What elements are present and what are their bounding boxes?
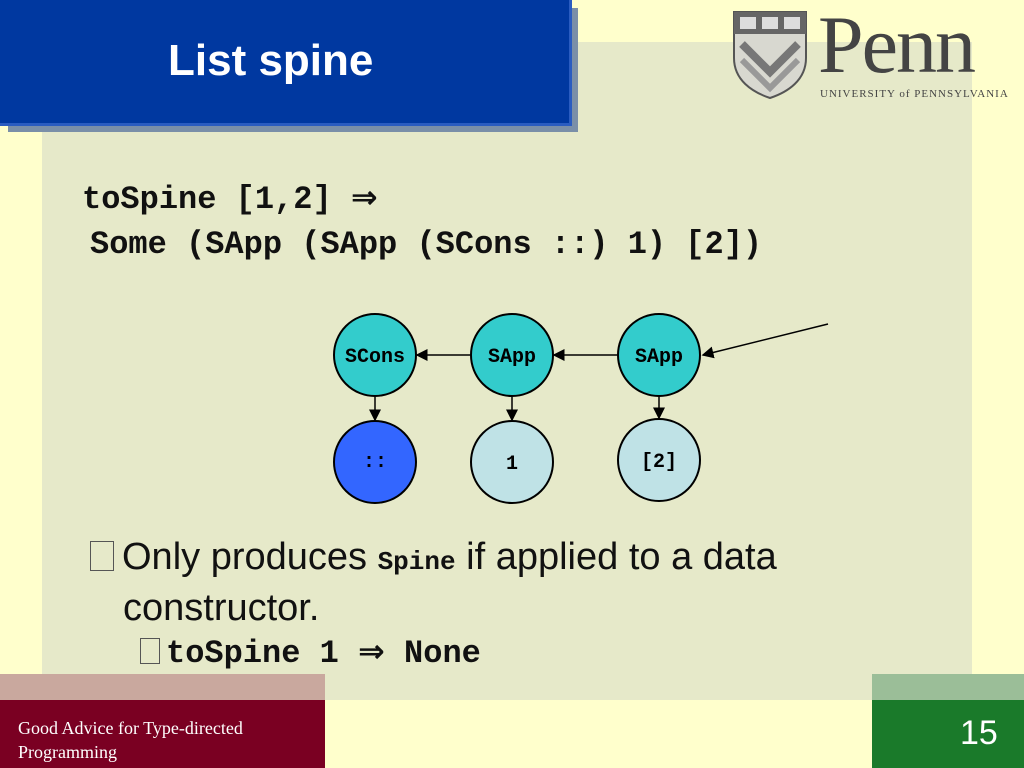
penn-logo: Penn UNIVERSITY of PENNSYLVANIA [728, 0, 1020, 104]
node-sapp-1: SApp [470, 313, 554, 397]
penn-shield-icon [733, 11, 807, 100]
footer-left-bar [0, 700, 325, 768]
node-one: 1 [470, 420, 554, 504]
bullet-1: Only produces Spine if applied to a data… [90, 534, 950, 631]
bullet-1-post: if applied to a data [455, 536, 777, 578]
code-line-1-text: toSpine [1,2] [82, 181, 351, 218]
bullet-1-code: Spine [377, 547, 456, 577]
footer-line-1: Good Advice for Type-directed [18, 718, 243, 738]
node-sapp-2-label: SApp [635, 346, 683, 369]
logo-subtitle: UNIVERSITY of PENNSYLVANIA [820, 88, 1009, 100]
code-line-1: toSpine [1,2] ⇒ [82, 178, 378, 218]
implies-arrow: ⇒ [350, 178, 378, 216]
node-two: [2] [617, 418, 701, 502]
footer-right-accent [872, 674, 1024, 700]
bullet-2-arrow: ⇒ [358, 632, 385, 670]
logo-word: Penn [818, 0, 976, 90]
edge-root-sapp2 [701, 323, 829, 359]
node-scons: SCons [333, 313, 417, 397]
code-line-2: Some (SApp (SApp (SCons ::) 1) [2]) [90, 226, 763, 263]
bullet-2-code-a: toSpine 1 [166, 635, 359, 672]
node-scons-label: SCons [345, 346, 405, 369]
footer-right-bar [872, 700, 1024, 768]
node-one-label: 1 [506, 453, 518, 476]
node-two-label: [2] [641, 451, 677, 474]
node-sapp-2: SApp [617, 313, 701, 397]
node-sapp-1-label: SApp [488, 346, 536, 369]
slide-title: List spine [168, 36, 374, 85]
spine-diagram: SCons SApp SApp :: 1 [2] [333, 313, 829, 504]
bullet-1-pre: Only produces [122, 536, 378, 578]
page-number: 15 [960, 714, 998, 752]
footer-left-accent [0, 674, 325, 700]
node-cons: :: [333, 420, 417, 504]
footer-line-2: Programming [18, 742, 117, 762]
footer-text: Good Advice for Type-directed Programmin… [18, 716, 318, 764]
bullet-1-continuation: constructor. [123, 587, 320, 629]
title-bar: List spine [0, 0, 572, 126]
sub-bullet-box-icon [140, 638, 160, 664]
bullet-2: toSpine 1 ⇒ None [140, 632, 481, 672]
bullet-box-icon [90, 541, 114, 571]
bullet-2-code-b: None [384, 635, 481, 672]
node-cons-label: :: [363, 451, 387, 474]
